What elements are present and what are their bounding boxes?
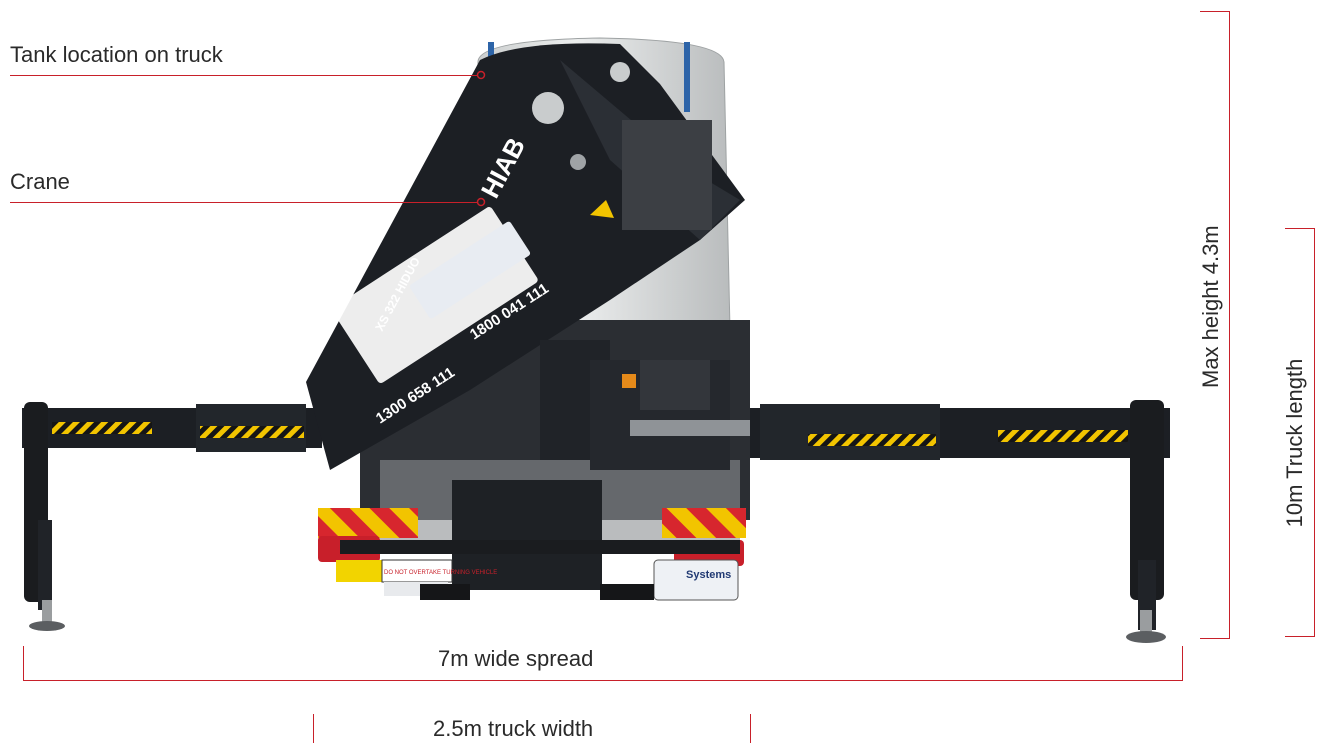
truck-length-label: 10m Truck length [1282, 358, 1307, 528]
width-marker-left [313, 714, 314, 743]
tank-callout-line [10, 75, 478, 76]
outrigger-left [22, 402, 322, 631]
spread-label: 7m wide spread [438, 646, 594, 671]
crane-label: Crane [10, 169, 70, 194]
length-bracket-top [1285, 228, 1315, 229]
height-bracket-bottom [1200, 638, 1230, 639]
max-height-label: Max height 4.3m [1198, 225, 1223, 388]
outrigger-right [740, 400, 1170, 643]
length-bracket-line [1314, 228, 1315, 636]
height-bracket-top [1200, 11, 1230, 12]
height-bracket-line [1229, 11, 1230, 638]
tank-location-label: Tank location on truck [10, 42, 223, 67]
truck-width-label: 2.5m truck width [433, 716, 594, 741]
spread-bracket-right [1182, 646, 1183, 681]
crane-boom [306, 43, 750, 470]
spread-bracket-left [23, 646, 24, 681]
width-marker-right [750, 714, 751, 743]
crane-callout-line [10, 202, 478, 203]
spread-bracket-line [23, 680, 1183, 681]
plate-text: Systems [686, 569, 731, 581]
sticker-text: DO NOT OVERTAKE TURNING VEHICLE [384, 570, 497, 576]
length-bracket-bottom [1285, 636, 1315, 637]
